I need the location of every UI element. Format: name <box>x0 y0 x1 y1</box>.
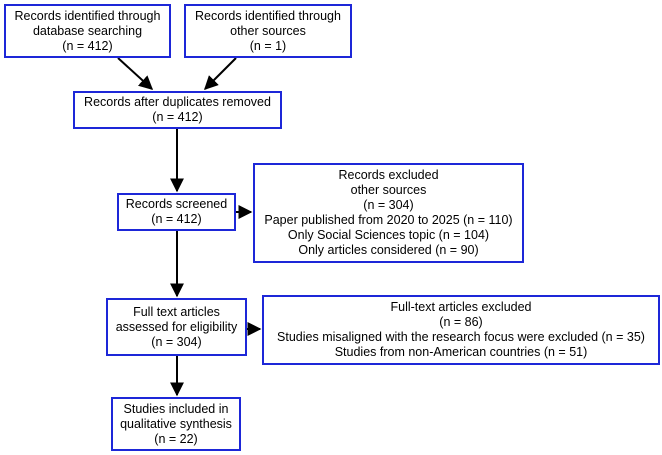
box-line: Paper published from 2020 to 2025 (n = 1… <box>264 213 513 227</box>
box-line: (n = 86) <box>439 315 483 329</box>
box-line: Full text articles <box>133 304 220 319</box>
box-line: qualitative synthesis <box>120 416 232 431</box>
records-screened-box: Records screened (n = 412) <box>117 193 236 231</box>
box-line: Only Social Sciences topic (n = 104) <box>287 228 490 242</box>
records-database-box: Records identified through database sear… <box>4 4 171 58</box>
box-line: (n = 304) <box>151 334 202 349</box>
box-line: Only articles considered (n = 90) <box>298 243 479 257</box>
full-text-assessed-box: Full text articles assessed for eligibil… <box>106 298 247 356</box>
full-text-excluded-box: Full-text articles excluded (n = 86) Stu… <box>262 295 660 365</box>
records-other-sources-box: Records identified through other sources… <box>184 4 352 58</box>
box-line: (n = 1) <box>249 38 287 53</box>
studies-included-box: Studies included in qualitative synthesi… <box>111 397 241 451</box>
records-after-duplicates-box: Records after duplicates removed (n = 41… <box>73 91 282 129</box>
box-line: Studies included in <box>123 401 229 416</box>
box-line: (n = 412) <box>151 212 202 226</box>
box-line: database searching <box>32 23 143 38</box>
box-line: (n = 412) <box>152 110 203 124</box>
box-line: Records excluded <box>338 168 439 182</box>
records-excluded-box: Records excluded other sources (n = 304)… <box>253 163 524 263</box>
box-line: Records identified through <box>195 8 341 23</box>
box-line: Studies from non-American countries (n =… <box>334 345 588 359</box>
box-line: Full-text articles excluded <box>390 300 532 314</box>
box-line: (n = 412) <box>62 38 113 53</box>
box-line: other sources <box>350 183 427 197</box>
box-line: assessed for eligibility <box>115 319 238 334</box>
box-line: Records screened <box>125 197 228 211</box>
arrow-db-to-dup <box>117 57 154 90</box>
arrow-other-to-dup <box>204 57 237 90</box>
box-line: Studies misaligned with the research foc… <box>277 330 645 344</box>
box-line: other sources <box>230 23 306 38</box>
box-line: Records after duplicates removed <box>84 95 271 109</box>
box-line: (n = 304) <box>363 198 414 212</box>
box-line: (n = 22) <box>154 431 198 446</box>
box-line: Records identified through <box>14 8 161 23</box>
